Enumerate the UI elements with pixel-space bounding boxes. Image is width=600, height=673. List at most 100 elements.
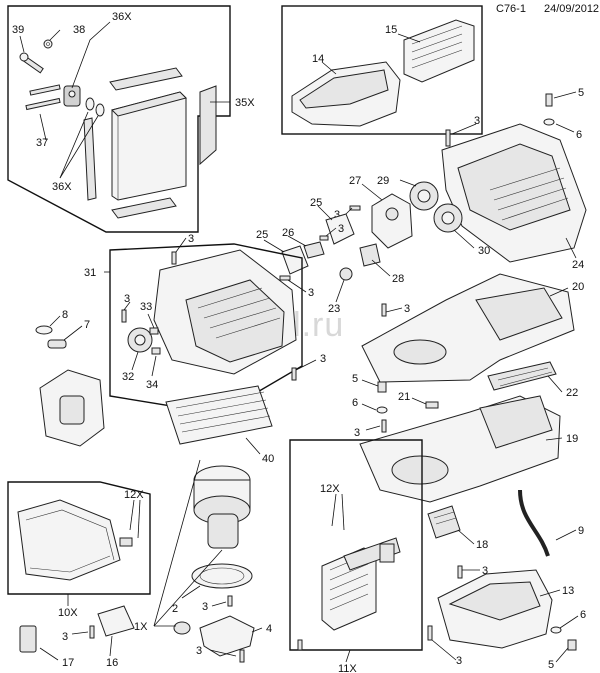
seal-strip-top-shape [109,67,183,91]
label-32: 32 [122,371,134,383]
resistor-18-shape [427,505,461,539]
label-22: 22 [566,387,578,399]
label-5b: 5 [352,373,358,385]
heater-core-frame [289,439,423,651]
motor-32-shape [127,327,153,353]
label-20: 20 [572,281,584,293]
label-6a: 6 [576,129,582,141]
screw-3h-shape [291,367,297,381]
screw-3g-shape [121,309,127,323]
screw-3i-shape [381,419,387,433]
screw-3d-shape [279,275,291,281]
actuator-25a-shape [325,213,355,245]
actuator-25b-shape [281,245,309,275]
washer-6a-shape [543,118,555,126]
clip-17-shape [19,625,37,653]
housing-13-shape [437,569,553,649]
screw-3e-shape [381,303,387,317]
seal-strip-right-shape [199,85,217,166]
washer-8-shape [35,325,53,335]
heater-pipes-frame [7,481,151,595]
label-1x: 1X [134,621,148,633]
label-25b: 25 [256,229,268,241]
label-31: 31 [84,267,96,279]
label-24: 24 [572,259,584,271]
label-3j: 3 [482,565,488,577]
washer-6b-shape [376,406,388,414]
screw-3f-shape [171,251,177,265]
label-40: 40 [262,453,274,465]
evaporator-kit-frame [7,5,231,233]
label-3d: 3 [308,287,314,299]
o-ring-36x-a-shape [85,97,95,111]
screw-5a-shape [545,93,553,107]
gasket-2-shape [191,563,253,589]
label-33: 33 [140,301,152,313]
screw-37b-shape [29,84,61,96]
resistor-4-shape [199,615,255,657]
label-3n: 3 [62,631,68,643]
blower-motor-shape [207,513,239,549]
label-16: 16 [106,657,118,669]
label-4: 4 [266,623,272,635]
label-3h: 3 [320,353,326,365]
clip-33-shape [149,327,159,335]
screw-3l-shape [239,649,245,663]
label-9: 9 [578,525,584,537]
screw-3k-shape [227,595,233,607]
label-14: 14 [312,53,324,65]
label-30: 30 [478,245,490,257]
label-15: 15 [385,24,397,36]
screw-3n-shape [89,625,95,639]
bracket-16-shape [97,605,135,637]
o-ring-36x-b-shape [95,103,105,117]
cam-23-shape [339,267,353,281]
grommet-1x-shape [173,621,191,635]
label-3f: 3 [188,233,194,245]
label-23: 23 [328,303,340,315]
label-28: 28 [392,273,404,285]
label-5c: 5 [548,659,554,671]
label-3g: 3 [124,293,130,305]
heater-core-11x-shape [321,537,401,631]
label-6c: 6 [580,609,586,621]
actuator-27-shape [371,193,413,249]
seal-plate-shape [39,369,105,447]
label-11x: 11X [338,663,357,673]
label-12x-b: 12X [320,483,340,495]
label-29: 29 [377,175,389,187]
seal-strip-bottom-shape [111,197,177,219]
housing-upper-24-shape [441,123,587,263]
linkage-26-shape [303,241,325,259]
label-13: 13 [562,585,574,597]
cabin-filter-15-shape [403,19,475,83]
label-6b: 6 [352,397,358,409]
diagram-code: C76-1 [496,3,526,15]
clip-34-shape [151,347,161,355]
expansion-valve-shape [63,85,81,107]
sensor-21-shape [425,401,439,409]
label-25a: 25 [310,197,322,209]
drain-hose-9-shape [518,489,550,557]
screw-3a-shape [445,129,451,147]
screw-5b-shape [377,381,387,393]
blower-module-frame [109,243,303,415]
label-3b: 3 [334,209,340,221]
blower-housing-31-shape [153,249,297,375]
label-36x-bottom: 36X [52,181,72,193]
gear-30-shape [433,203,463,233]
filter-housing-14-shape [291,61,401,127]
lever-28-shape [359,243,381,267]
evaporator-core-shape [111,91,187,201]
duct-22-shape [487,361,557,391]
diagram-date: 24/09/2012 [544,3,600,15]
label-3i: 3 [354,427,360,439]
housing-base-19-shape [359,395,561,503]
blower-wheel-shape [193,465,251,525]
screw-3o-shape [297,639,303,651]
label-18: 18 [476,539,488,551]
screw-3j-shape [457,565,463,579]
label-2: 2 [172,603,178,615]
label-3e: 3 [404,303,410,315]
